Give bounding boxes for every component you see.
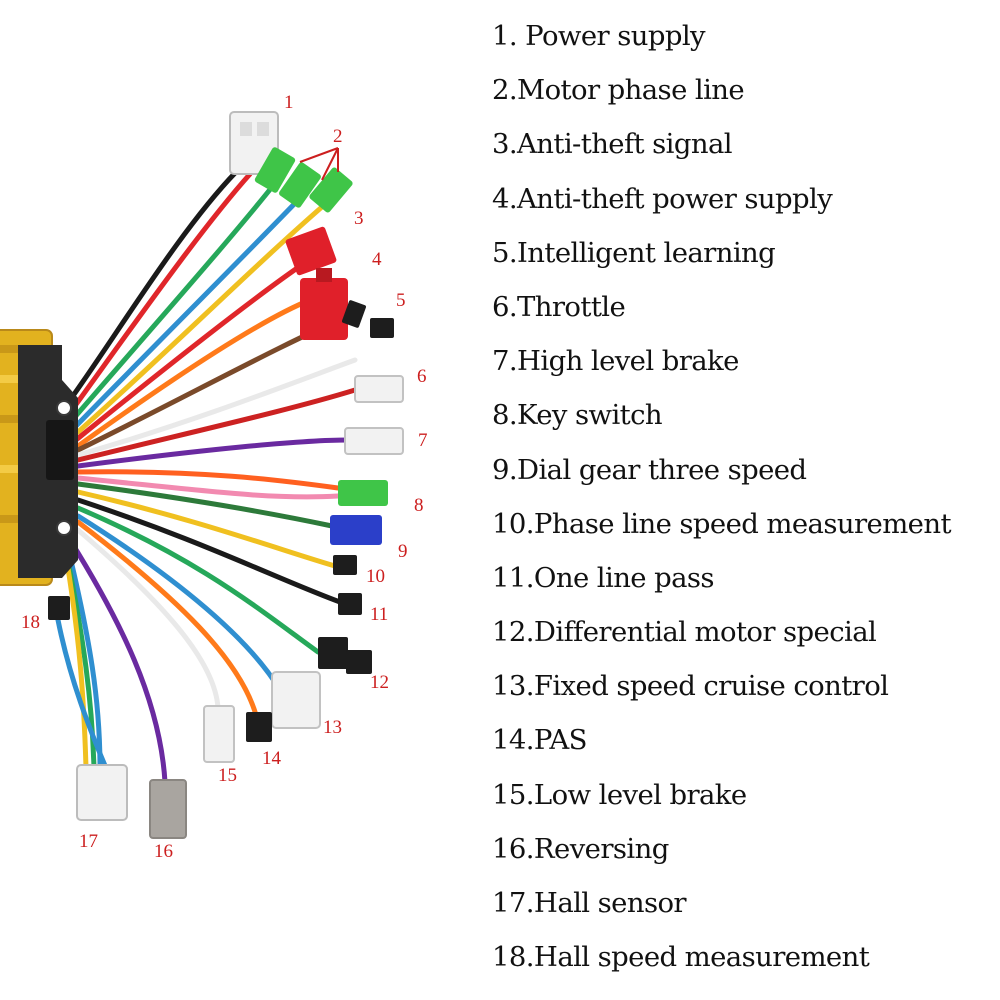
legend-item: 16.Reversing [492, 832, 669, 865]
wire-bundle [55, 169, 358, 785]
callout-18: 18 [21, 612, 40, 633]
connector-key-switch [338, 480, 388, 506]
callout-10: 10 [366, 566, 385, 587]
wire-14 [75, 481, 335, 529]
wire-2 [69, 171, 253, 413]
wire-3 [71, 179, 279, 421]
wire-21 [67, 537, 168, 785]
callout-14: 14 [262, 748, 282, 769]
wire-11 [75, 437, 351, 469]
legend-item: 7.High level brake [492, 345, 739, 378]
wire-1 [67, 169, 239, 403]
legend-item: 18.Hall speed measurement [492, 941, 870, 974]
legend-item: 5.Intelligent learning [492, 236, 776, 269]
callout-pointer-2a [321, 147, 339, 181]
wire-10 [75, 387, 358, 463]
wire-25 [55, 617, 109, 771]
connector-motor-phase [254, 147, 353, 213]
wiring-illustration: 1 2 3 4 5 6 7 8 9 10 11 12 13 14 15 16 1… [0, 92, 428, 862]
callout-11: 11 [370, 604, 388, 625]
connector-pas [246, 712, 272, 742]
connector-hall-speed [48, 596, 70, 620]
callout-pointers [299, 147, 339, 181]
legend-item: 11.One line pass [492, 561, 715, 594]
legend-item: 14.PAS [492, 724, 587, 757]
connector-differential-motor [318, 637, 372, 674]
legend-list: 1. Power supply 2.Motor phase line 3.Ant… [492, 14, 997, 989]
legend-item: 2.Motor phase line [492, 74, 745, 107]
legend-item: 3.Anti-theft signal [492, 128, 733, 161]
callout-5: 5 [396, 290, 406, 311]
connector-high-level-brake [344, 427, 404, 455]
connector-anti-theft-signal [285, 226, 337, 276]
callout-9: 9 [398, 541, 408, 562]
wire-6 [73, 259, 309, 443]
connector-one-line-pass [338, 593, 362, 615]
legend-item: 17.Hall sensor [492, 887, 687, 919]
legend-item: 8.Key switch [492, 399, 663, 432]
legend-item: 6.Throttle [492, 290, 626, 323]
legend-item: 15.Low level brake [492, 778, 747, 811]
wire-12 [75, 469, 341, 491]
legend-item: 12.Differential motor special [492, 616, 877, 649]
callout-4: 4 [372, 249, 382, 270]
wire-18 [75, 513, 283, 693]
legend-item: 9.Dial gear three speed [492, 453, 807, 486]
callout-17: 17 [79, 831, 98, 852]
controller-wiring-photo: 1 2 3 4 5 6 7 8 9 10 11 12 13 14 15 16 1… [0, 0, 480, 1000]
wire-16 [75, 497, 343, 605]
connector-phase-speed [333, 555, 357, 575]
wire-22 [65, 545, 103, 771]
connector-reversing [149, 779, 187, 839]
callout-7: 7 [418, 430, 428, 451]
wire-19 [75, 519, 259, 718]
connector-hall-sensor [76, 764, 128, 821]
wire-15 [75, 489, 338, 569]
callout-13: 13 [323, 717, 342, 738]
callout-6: 6 [417, 366, 427, 387]
callout-3: 3 [354, 208, 364, 229]
wire-9 [75, 357, 358, 458]
legend-item: 10.Phase line speed measurement [492, 507, 952, 540]
wire-4 [73, 193, 305, 429]
wire-13 [75, 475, 341, 500]
callout-pointer-2c [299, 147, 339, 163]
connector-cruise-control [271, 671, 321, 729]
callout-8: 8 [414, 495, 424, 516]
connector-throttle [354, 375, 404, 403]
wire-7 [75, 297, 313, 449]
controller-housing [0, 329, 78, 586]
legend-item: 1. Power supply [492, 20, 706, 52]
callout-2: 2 [333, 126, 343, 147]
callout-16: 16 [154, 841, 173, 862]
connector-power-supply [229, 111, 279, 175]
legend-item: 4.Anti-theft power supply [492, 182, 833, 215]
connector-anti-theft-power [300, 268, 348, 340]
callout-15: 15 [218, 765, 237, 786]
wire-20 [75, 527, 221, 711]
wire-24 [63, 553, 89, 771]
legend-item: 13.Fixed speed cruise control [492, 670, 889, 703]
connector-intelligent-learning [342, 300, 394, 338]
wire-17 [75, 505, 321, 655]
wire-5 [75, 197, 333, 435]
callout-12: 12 [370, 672, 389, 693]
connector-low-level-brake [203, 705, 235, 763]
connector-dial-gear [330, 515, 382, 545]
callout-1: 1 [284, 92, 294, 113]
